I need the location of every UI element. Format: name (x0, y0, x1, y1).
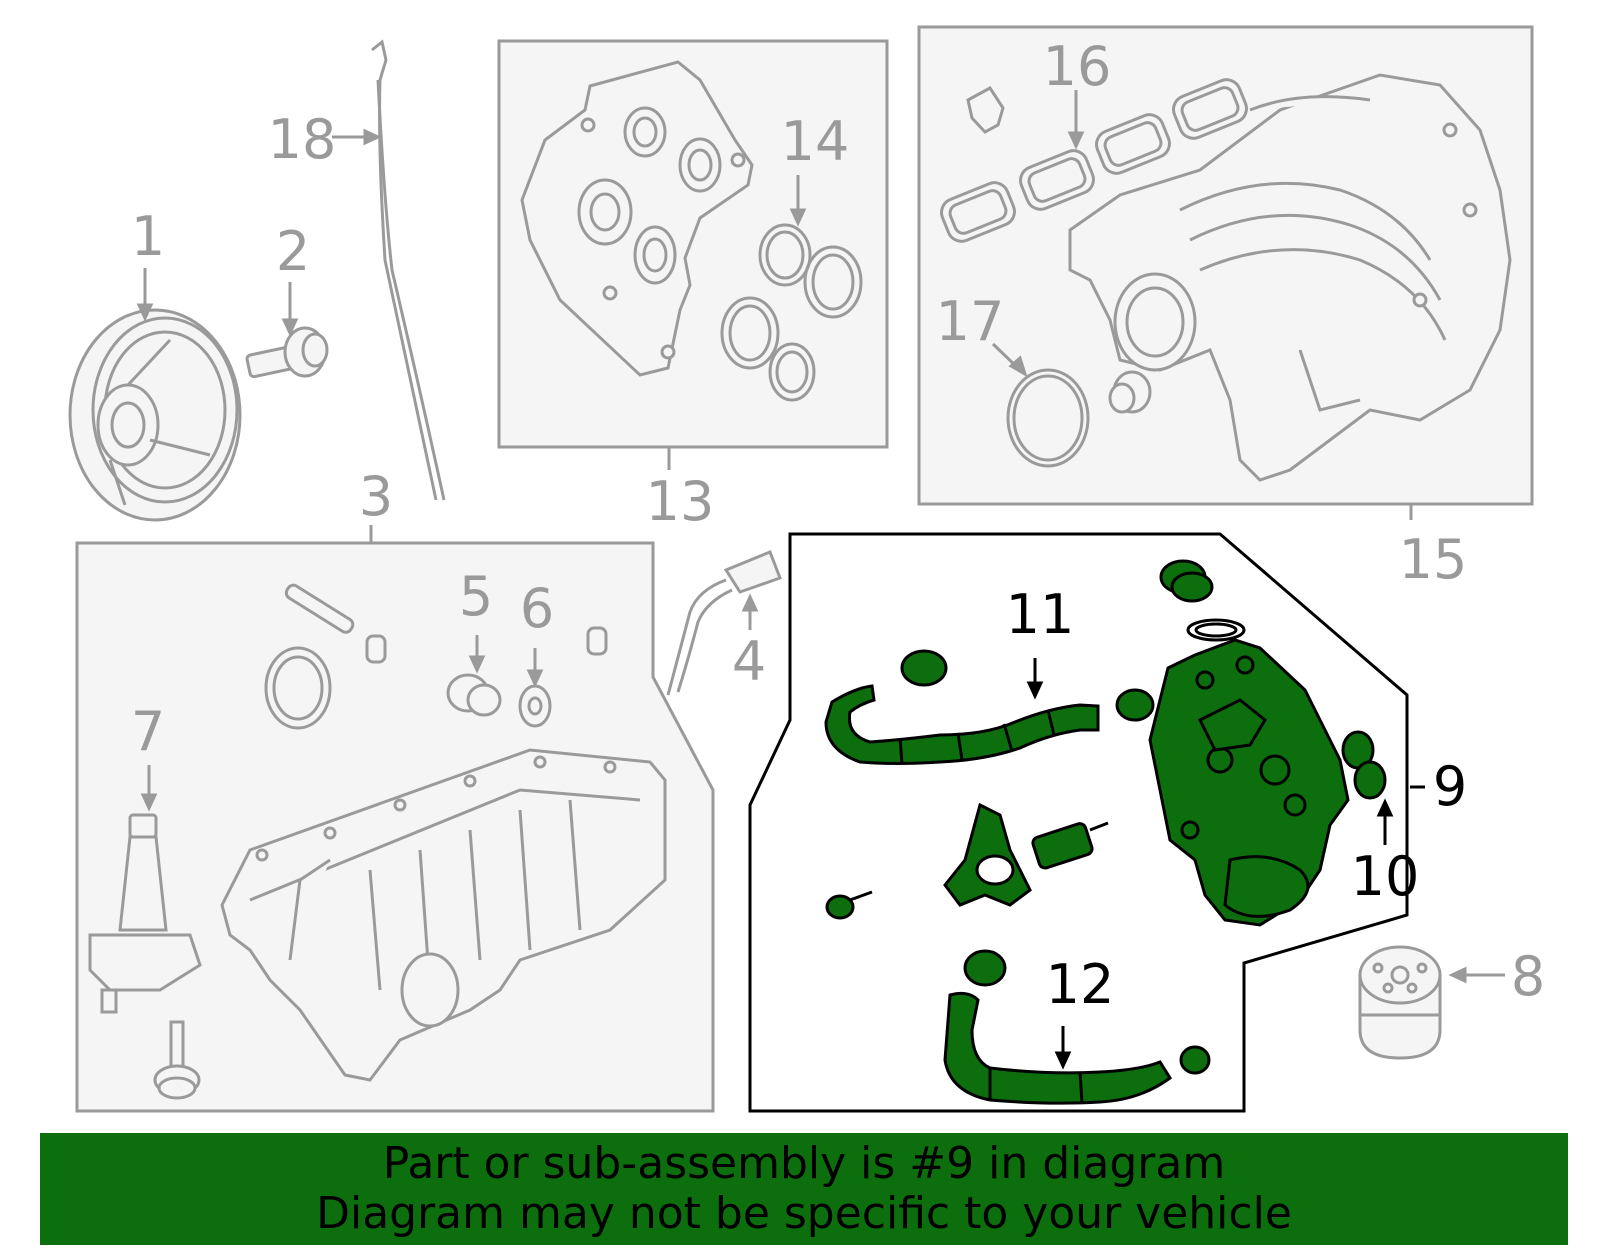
callout-4: 4 (732, 630, 766, 693)
callout-15: 15 (1399, 528, 1468, 591)
pulley-part-1 (68, 308, 242, 522)
sensor-part-4 (666, 550, 782, 696)
adapter-plate-part-13 (520, 60, 754, 377)
oil-filter-housing-part-9 (1148, 559, 1350, 927)
panel-leaders (369, 447, 1413, 543)
gaskets-part-16 (940, 78, 1248, 243)
callout-5: 5 (459, 565, 493, 628)
bolt-part-2 (245, 326, 329, 379)
callout-8: 8 (1511, 945, 1545, 1008)
banner-line-1: Part or sub-assembly is #9 in diagram (382, 1138, 1226, 1189)
plug-part-15-small (1108, 370, 1152, 414)
callout-1: 1 (131, 205, 165, 268)
callout-6: 6 (520, 577, 554, 640)
hose-part-12 (943, 949, 1211, 1105)
o-ring-part-17 (1006, 368, 1090, 468)
callout-3: 3 (359, 465, 393, 528)
callout-12: 12 (1046, 953, 1115, 1016)
leader-arrows-gray (136, 90, 1505, 984)
oil-filter-part-8 (1358, 945, 1442, 1060)
callout-13: 13 (646, 470, 715, 533)
bolt-part-7 (153, 1020, 201, 1100)
callout-16: 16 (1043, 35, 1112, 98)
callout-7: 7 (131, 700, 165, 763)
oil-pan-small-parts (264, 583, 608, 730)
banner-line-2: Diagram may not be specific to your vehi… (316, 1188, 1292, 1239)
callout-18: 18 (268, 108, 337, 171)
leader-arrows-black (1026, 658, 1425, 1070)
callout-2: 2 (276, 220, 310, 283)
oil-pan-part-3 (220, 748, 667, 1082)
pickup-part-7 (88, 813, 202, 1014)
dipstick-part-18 (371, 39, 446, 501)
callout-14: 14 (781, 110, 850, 173)
callout-11: 11 (1006, 583, 1075, 646)
callout-10: 10 (1351, 845, 1420, 908)
drain-plug-part-5 (446, 673, 502, 717)
hose-part-11 (824, 649, 1155, 765)
intake-manifold-part-15 (1068, 73, 1512, 482)
callout-17: 17 (936, 290, 1005, 353)
sensor-bolt-parts-9 (825, 802, 1109, 920)
info-banner: Part or sub-assembly is #9 in diagram Di… (40, 1133, 1568, 1245)
seal-part-10 (1341, 730, 1387, 800)
callout-9: 9 (1433, 755, 1467, 818)
seal-rings-part-14 (720, 223, 863, 402)
